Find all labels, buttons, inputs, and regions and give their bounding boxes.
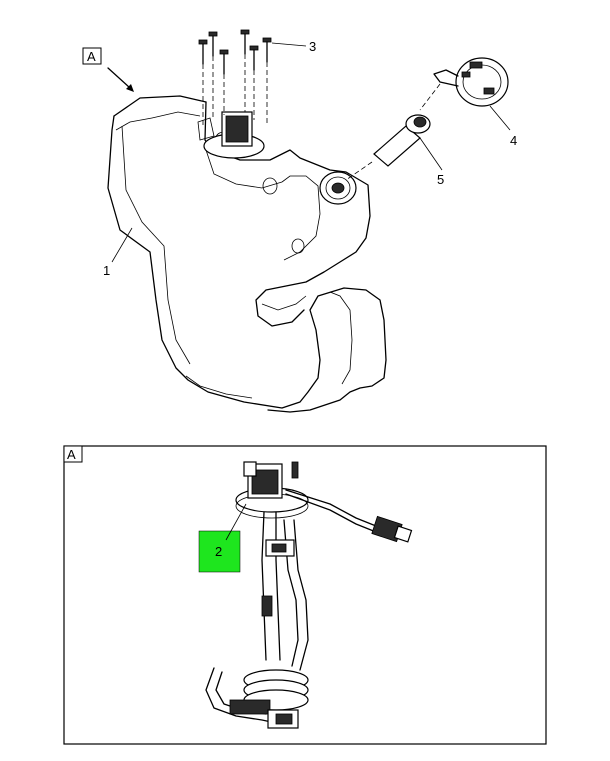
level-sender-unit[interactable] xyxy=(205,461,413,729)
view-a-marker: A xyxy=(82,47,134,92)
leader-4 xyxy=(489,105,511,131)
leader-1 xyxy=(111,227,133,263)
callout-3: 3 xyxy=(309,39,316,54)
leader-5 xyxy=(419,137,443,171)
fluid-tank[interactable] xyxy=(107,95,387,413)
screw-set[interactable] xyxy=(198,29,272,125)
filler-cap[interactable] xyxy=(419,57,509,111)
view-a-label-detail: A xyxy=(67,447,76,462)
filler-strainer[interactable] xyxy=(345,114,431,181)
callout-2: 2 xyxy=(215,544,222,559)
callout-1: 1 xyxy=(103,263,110,278)
view-a-label-top: A xyxy=(87,49,96,64)
callout-5: 5 xyxy=(437,172,444,187)
leader-3 xyxy=(271,42,307,47)
callout-2-highlight: 2 xyxy=(198,503,247,573)
callout-4: 4 xyxy=(510,133,517,148)
